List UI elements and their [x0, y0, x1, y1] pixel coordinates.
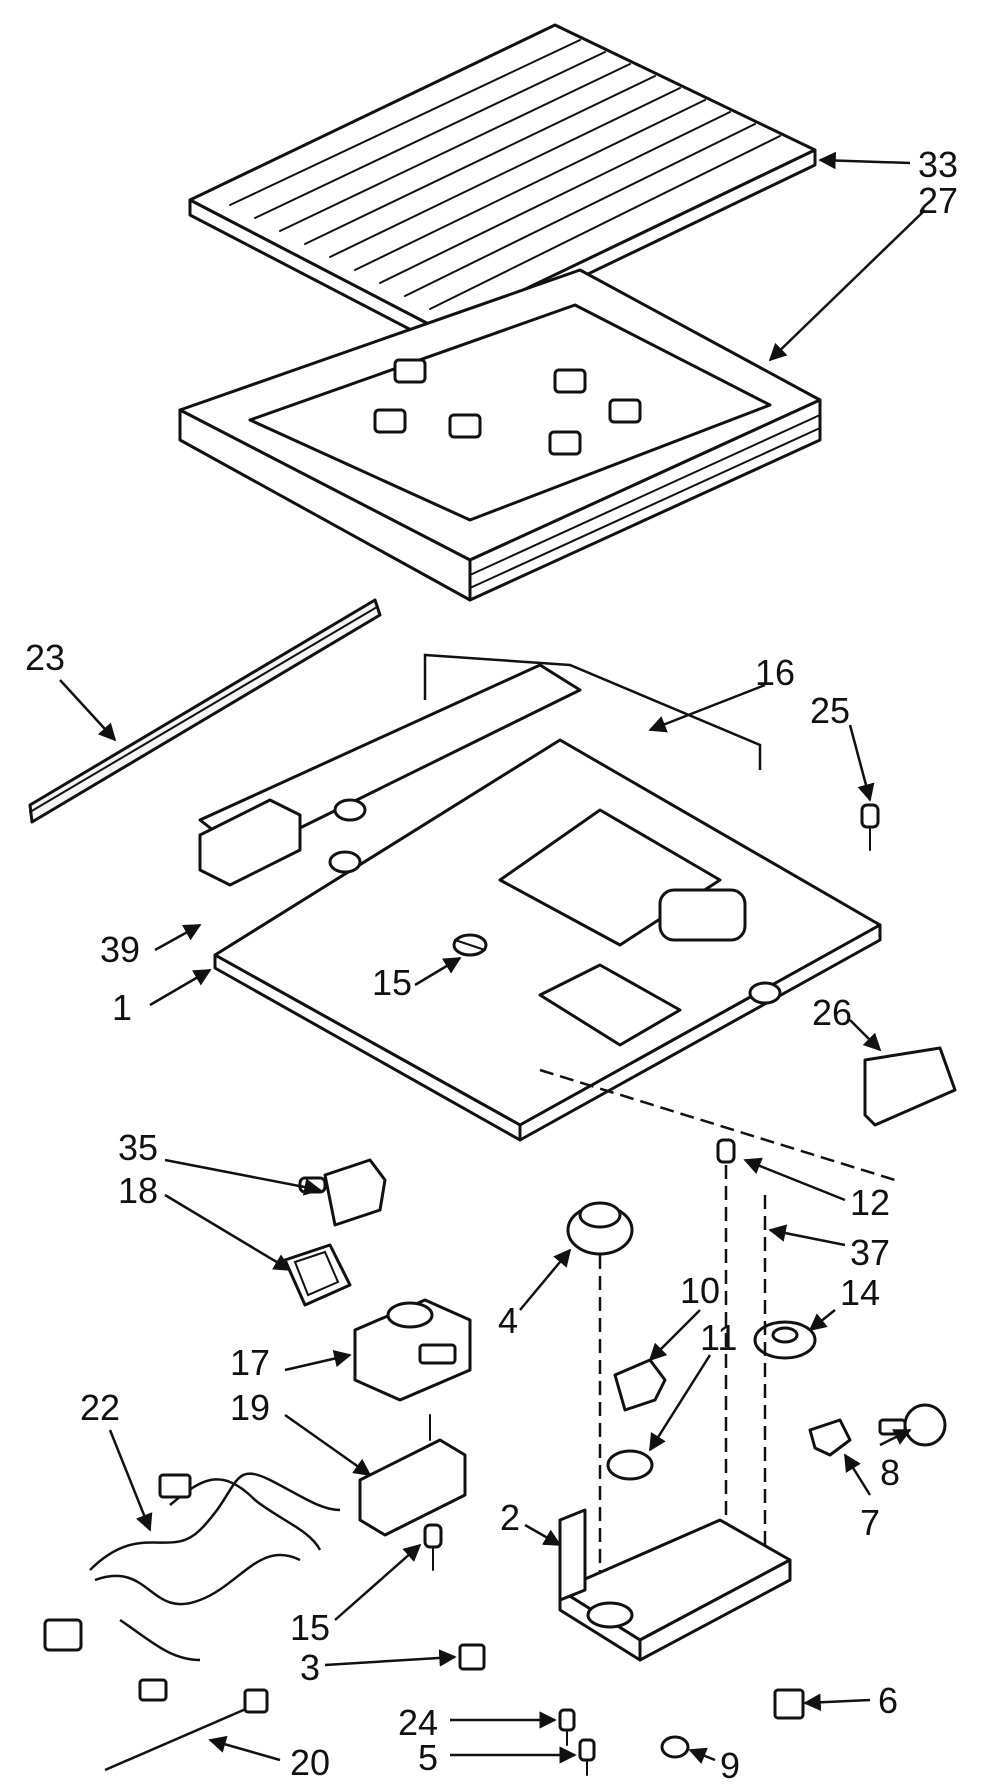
part-14-grommet: [753, 1320, 817, 1360]
part-35-clip: [298, 1158, 387, 1227]
callout-18: 18: [118, 1170, 158, 1211]
part-15-screw-top: [452, 933, 488, 957]
callout-19: 19: [230, 1387, 270, 1428]
part-22-harness: [43, 1472, 341, 1702]
callout-22: 22: [80, 1387, 120, 1428]
part-4-knob: [566, 1201, 634, 1595]
callout-10: 10: [680, 1270, 720, 1311]
leader-lines: [59, 151, 926, 1764]
callout-15-bottom: 15: [290, 1607, 330, 1648]
part-16-wire: [423, 653, 762, 770]
callout-11: 11: [700, 1317, 737, 1358]
callout-23: 23: [25, 637, 65, 678]
part-19-bracket: [358, 1414, 467, 1537]
callout-5: 5: [418, 1737, 438, 1778]
part-5-screw: [578, 1738, 596, 1776]
part-17-housing: [353, 1298, 472, 1402]
part-39-support: [198, 798, 302, 887]
callout-37: 37: [850, 1232, 890, 1273]
callout-27: 27: [918, 180, 958, 221]
callout-12: 12: [850, 1182, 890, 1223]
callout-17: 17: [230, 1342, 270, 1383]
callout-33: 33: [918, 144, 958, 185]
callout-24: 24: [398, 1702, 438, 1743]
part-15-screw-bottom: [423, 1523, 443, 1571]
part-27-frame: [178, 268, 822, 602]
callout-26: 26: [812, 992, 852, 1033]
callout-16: 16: [755, 652, 795, 693]
part-18-gasket: [283, 1243, 352, 1307]
callout-14: 14: [840, 1272, 880, 1313]
callout-7: 7: [860, 1502, 880, 1543]
callout-20: 20: [290, 1742, 330, 1783]
callout-15-top: 15: [372, 962, 412, 1003]
part-8-bulb: [878, 1403, 947, 1447]
part-12-screw: [716, 1138, 736, 1560]
part-10-switch: [613, 1358, 667, 1412]
part-6-connector: [773, 1688, 805, 1720]
callout-labels: 33 27 23 16 25 39 1 15 26 35 18 12 37 4 …: [25, 144, 958, 1785]
callout-4: 4: [498, 1300, 518, 1341]
part-24-screw: [558, 1708, 576, 1746]
callout-8: 8: [880, 1452, 900, 1493]
callout-3: 3: [300, 1647, 320, 1688]
callout-2: 2: [500, 1497, 520, 1538]
part-2-housing: [558, 1508, 792, 1662]
part-23-strip: [28, 598, 382, 824]
part-26-bracket: [863, 1046, 957, 1127]
callout-35: 35: [118, 1127, 158, 1168]
callout-6: 6: [878, 1680, 898, 1721]
part-33-cover: [188, 23, 817, 347]
part-7-socket: [808, 1418, 852, 1457]
part-11-grommet: [606, 1449, 654, 1481]
callout-39: 39: [100, 929, 140, 970]
callout-25: 25: [810, 690, 850, 731]
part-25-screw: [860, 803, 880, 851]
part-3-clip: [458, 1643, 486, 1671]
part-20-cord: [104, 1688, 269, 1772]
callout-9: 9: [720, 1745, 740, 1785]
callout-1: 1: [112, 987, 132, 1028]
part-9-grommet: [660, 1735, 690, 1759]
part-1-base: [198, 663, 882, 1142]
